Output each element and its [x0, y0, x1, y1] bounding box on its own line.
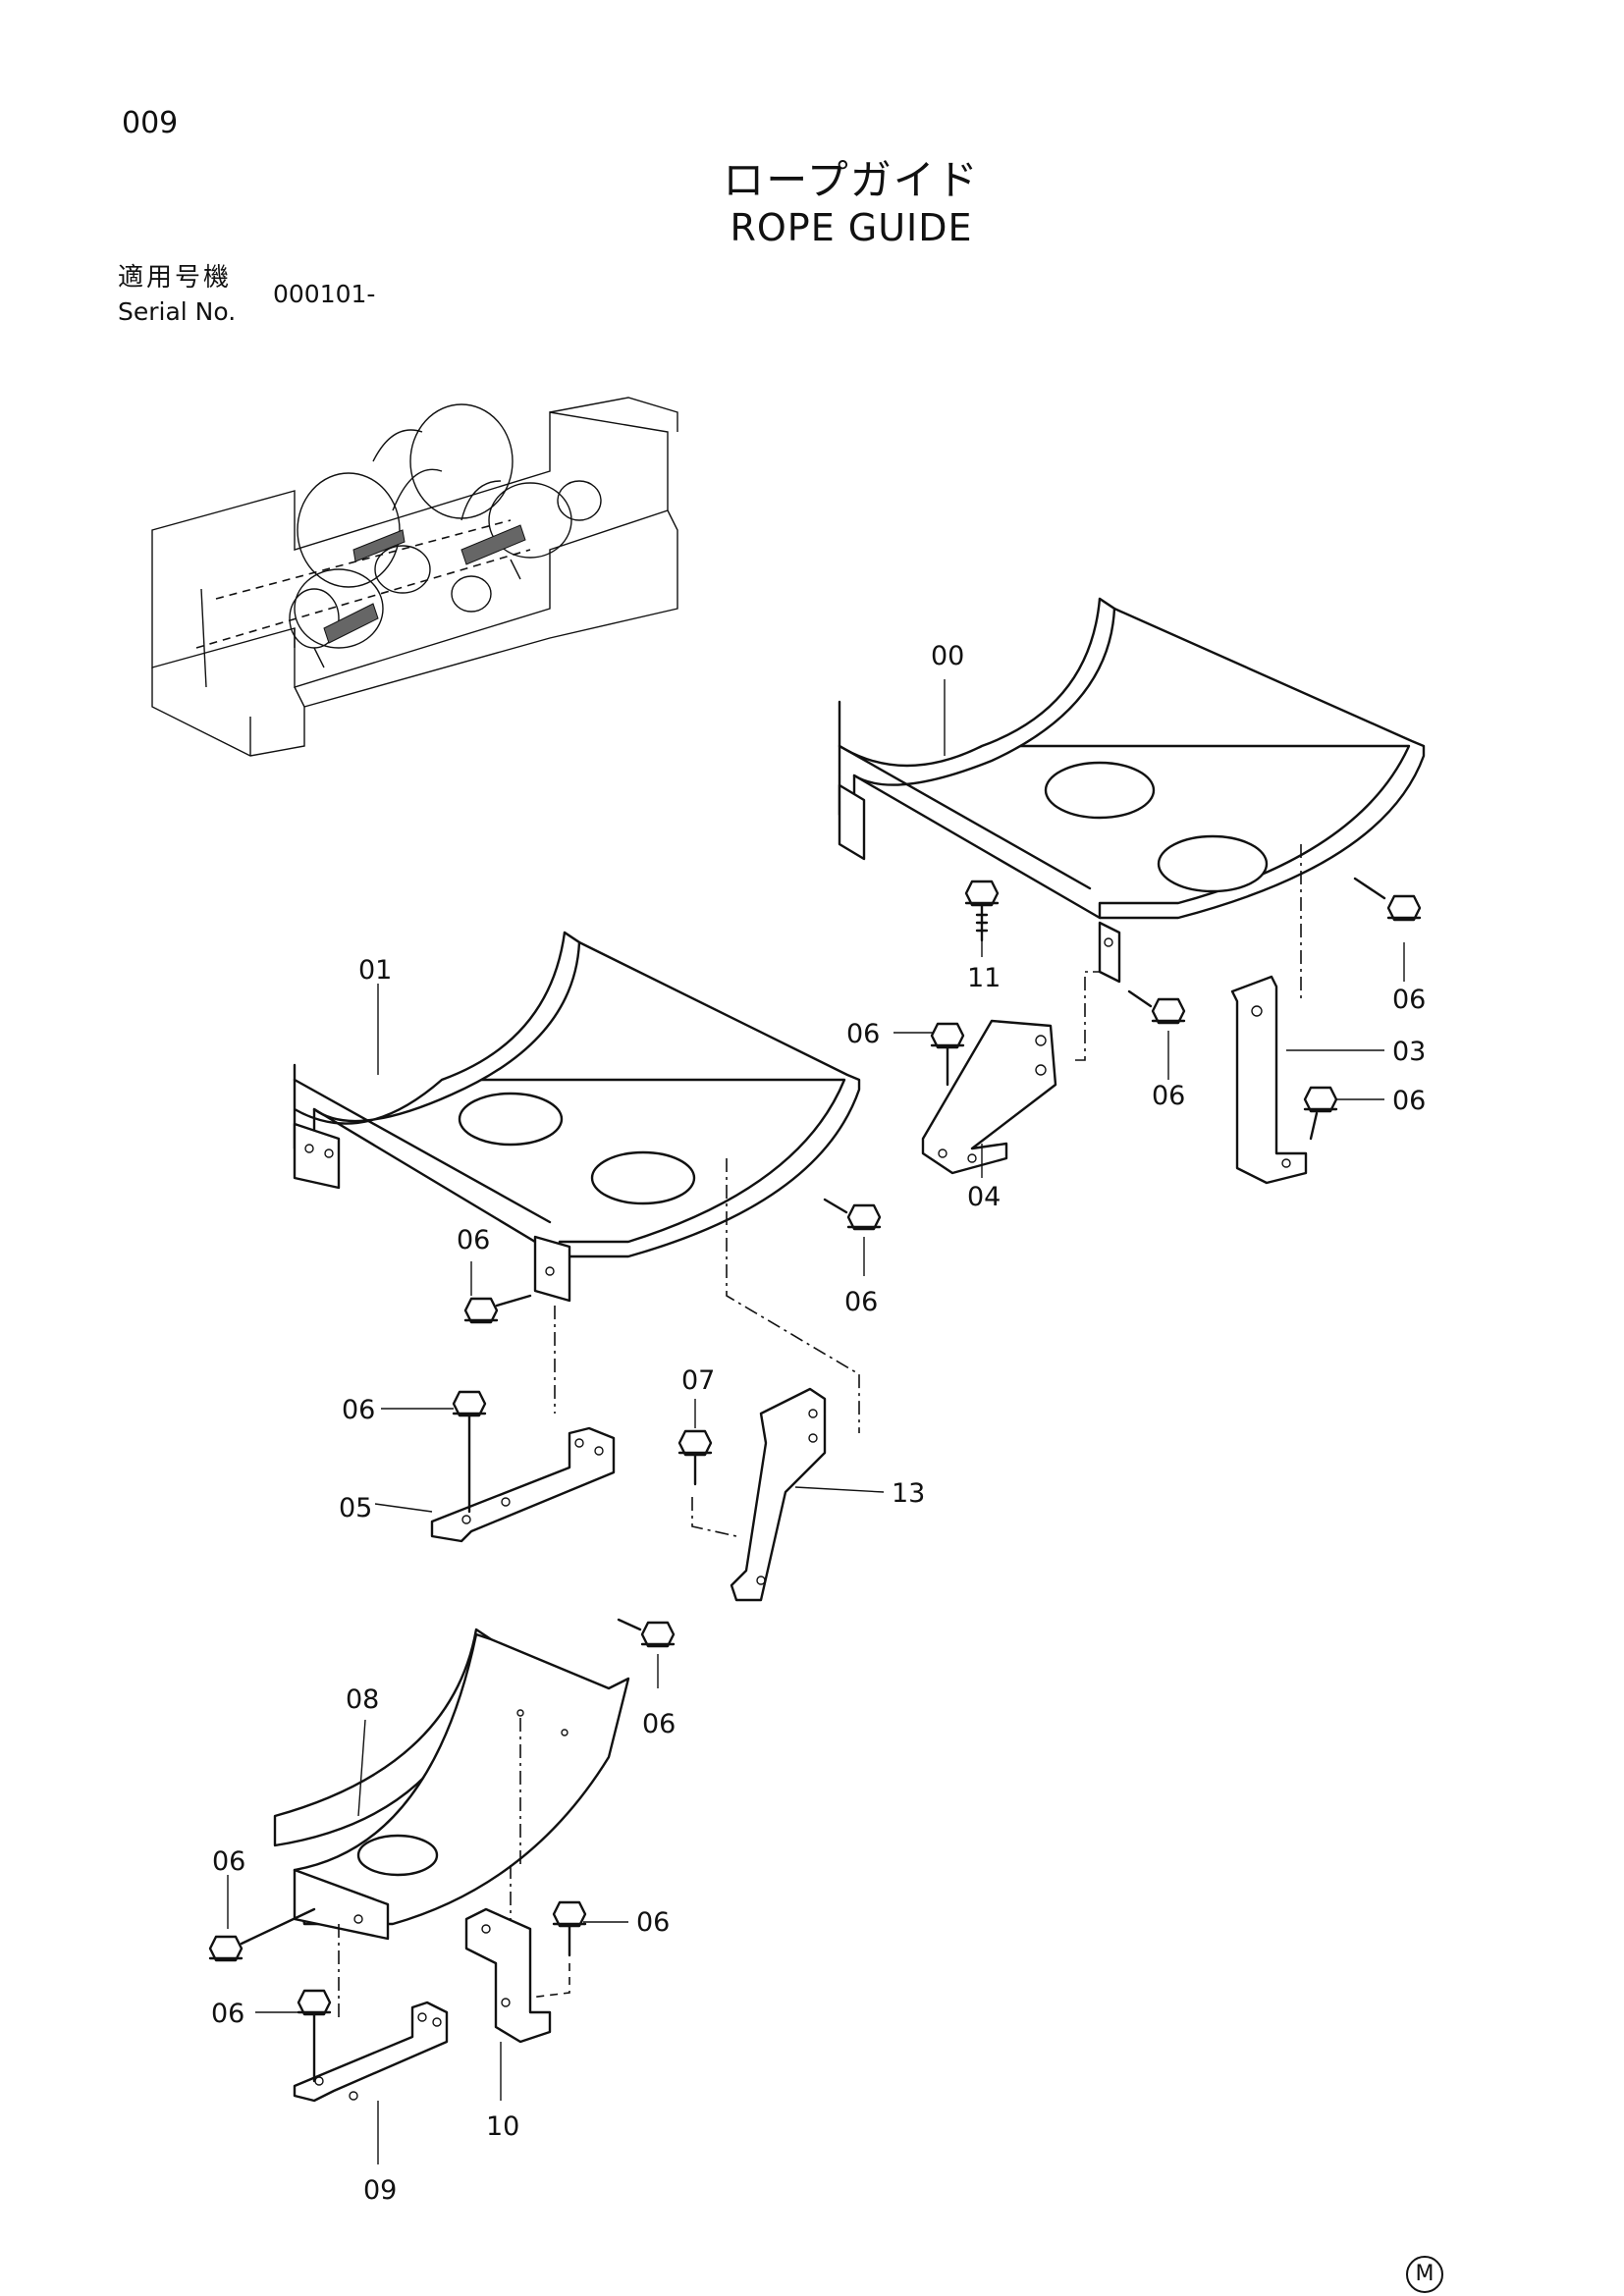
part-10-bracket	[464, 1907, 570, 2044]
callout-06-a: 06	[1392, 985, 1426, 1015]
page-title-english: ROPE GUIDE	[730, 206, 973, 249]
part-09-bracket	[293, 2001, 449, 2103]
bolt-06-j	[552, 1900, 587, 1957]
part-08-rope-guide	[273, 1628, 630, 2022]
bolt-06-k	[297, 1989, 332, 2083]
callout-06-i: 06	[212, 1846, 245, 1877]
callout-04: 04	[967, 1182, 1001, 1212]
bolt-06-h	[617, 1618, 676, 1648]
callout-05: 05	[339, 1493, 372, 1523]
bolt-06-f	[463, 1294, 532, 1324]
bolts	[208, 877, 1422, 2083]
part-03-bracket	[1230, 975, 1308, 1185]
callout-07: 07	[681, 1365, 715, 1396]
bolt-06-e	[823, 1198, 882, 1231]
part-00-rope-guide	[838, 597, 1426, 1001]
serial-number-value: 000101-	[273, 280, 376, 308]
leader-lines	[227, 679, 1405, 2164]
callout-11: 11	[967, 963, 1001, 993]
callout-labels: 00 01 03 04 05 06 06 06 06 06 06 06 07 0…	[211, 641, 1426, 2206]
bolt-06-g	[452, 1390, 487, 1514]
callout-06-e: 06	[844, 1287, 878, 1317]
part-01-rope-guide	[293, 931, 861, 1433]
callout-06-f: 06	[457, 1225, 490, 1255]
callout-13: 13	[892, 1478, 925, 1509]
bolt-06-d	[1303, 1086, 1338, 1141]
serial-label-japanese: 適用号機	[118, 263, 233, 293]
m-mark-icon: M	[1406, 2256, 1443, 2293]
callout-01: 01	[358, 955, 392, 986]
page-title-japanese: ロープガイド	[723, 156, 980, 204]
bolt-06-b	[1127, 989, 1186, 1025]
callout-06-c: 06	[846, 1019, 880, 1049]
bolt-06-i	[208, 1907, 316, 1962]
callout-03: 03	[1392, 1037, 1426, 1067]
bolt-06-a	[1353, 877, 1422, 922]
callout-06-j: 06	[636, 1907, 670, 1938]
callout-06-k: 06	[211, 1999, 244, 2029]
callout-10: 10	[486, 2111, 519, 2142]
part-04-bracket	[921, 971, 1100, 1175]
callout-00: 00	[931, 641, 964, 671]
page-number: 009	[122, 106, 179, 140]
callout-08: 08	[346, 1684, 379, 1715]
callout-06-d: 06	[1392, 1086, 1426, 1116]
callout-09: 09	[363, 2175, 397, 2206]
callout-06-g: 06	[342, 1395, 375, 1425]
part-05-bracket	[430, 1426, 616, 1543]
overview-inset	[151, 397, 678, 757]
callout-06-b: 06	[1152, 1081, 1185, 1111]
bolt-06-c	[930, 1022, 965, 1087]
bolt-11	[964, 880, 1000, 942]
callout-06-h: 06	[642, 1709, 676, 1739]
serial-label-english: Serial No.	[118, 297, 237, 326]
bolt-07	[677, 1429, 713, 1486]
part-13-bracket	[691, 1387, 827, 1602]
